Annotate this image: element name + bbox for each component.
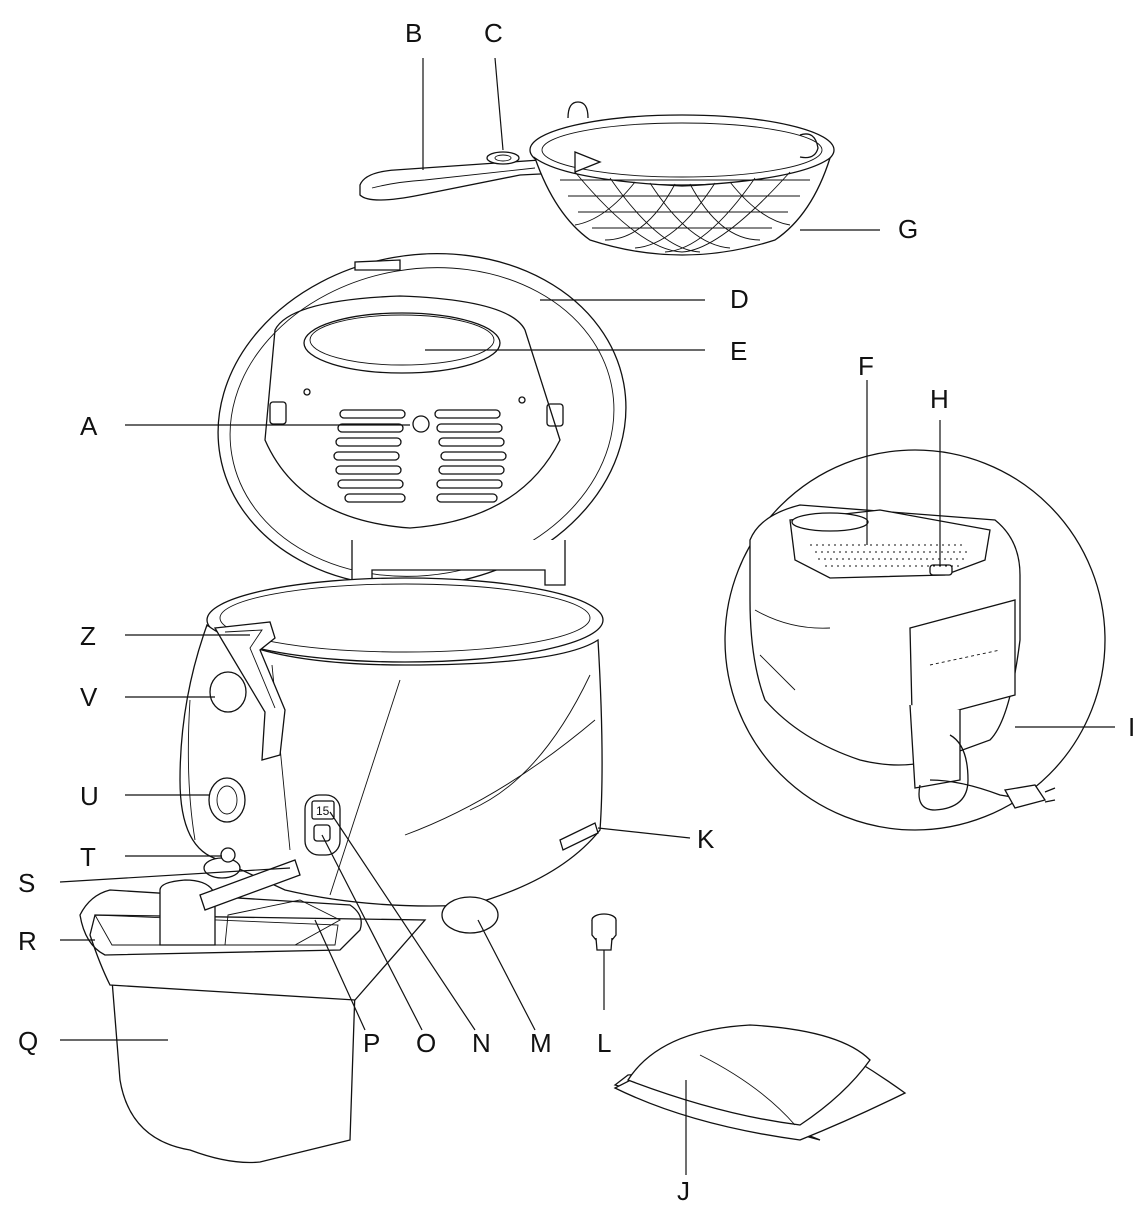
label-P: P: [363, 1028, 380, 1058]
label-N: N: [472, 1028, 491, 1058]
timer-display-digits: 15: [316, 804, 330, 818]
frying-basket: [359, 101, 835, 256]
label-B: B: [405, 18, 422, 48]
label-T: T: [80, 842, 96, 872]
label-L: L: [597, 1028, 611, 1058]
label-C: C: [484, 18, 503, 48]
label-E: E: [730, 336, 747, 366]
label-R: R: [18, 926, 37, 956]
label-M: M: [530, 1028, 552, 1058]
rear-view-inset: [724, 449, 1106, 831]
oil-container: [79, 859, 427, 1164]
perforation-dots: [810, 544, 970, 567]
label-A: A: [80, 411, 98, 441]
label-D: D: [730, 284, 749, 314]
label-O: O: [416, 1028, 436, 1058]
leader-lines: [59, 57, 1115, 1175]
label-Z: Z: [80, 621, 96, 651]
label-V: V: [80, 682, 98, 712]
label-Q: Q: [18, 1026, 38, 1056]
label-U: U: [80, 781, 99, 811]
lid-vent-slots: [333, 409, 507, 503]
label-I: I: [1128, 712, 1135, 742]
fryer-body: 15: [179, 577, 604, 934]
small-plug: [591, 913, 617, 951]
label-K: K: [697, 824, 715, 854]
label-S: S: [18, 868, 35, 898]
cover-tray: [613, 1024, 907, 1141]
fryer-lid: [217, 253, 627, 587]
label-J: J: [677, 1176, 690, 1206]
label-F: F: [858, 351, 874, 381]
part-labels: B C G D E F H A Z V I U K T S R Q P O N …: [18, 18, 1135, 1206]
label-H: H: [930, 384, 949, 414]
label-G: G: [898, 214, 918, 244]
